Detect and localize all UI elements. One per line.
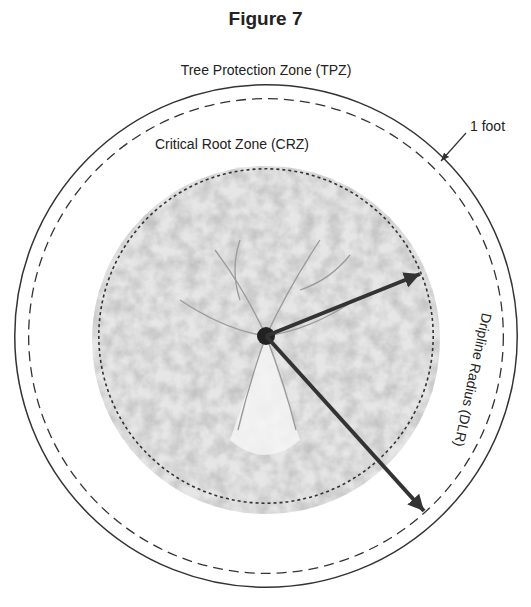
circle-line bbox=[15, 85, 518, 588]
leader-arrow bbox=[441, 133, 466, 161]
canopy-texture bbox=[92, 166, 440, 514]
figure-title: Figure 7 bbox=[0, 8, 531, 30]
circle-outline bbox=[98, 168, 434, 504]
tree-canopy bbox=[92, 166, 440, 514]
tree-protection-zone-circle: Tree Protection Zone (TPZ)Dripline Radiu… bbox=[14, 84, 518, 588]
circle-outline bbox=[14, 84, 518, 588]
trunk-highlight bbox=[230, 336, 300, 455]
dripline-radius-arrow bbox=[266, 336, 424, 511]
radius-label: Dripline Radius (DLR) bbox=[451, 312, 495, 449]
crz-radius-arrow bbox=[266, 274, 420, 336]
circle-line bbox=[29, 99, 504, 574]
zone-label: Tree Protection Zone (TPZ) bbox=[181, 62, 352, 78]
dimension-label: 1 foot bbox=[470, 118, 505, 134]
dripline-circle: Dripline Radius (DLR) Critical Root Zone … bbox=[28, 98, 504, 574]
circle-line bbox=[99, 169, 433, 503]
canopy-ground bbox=[92, 166, 440, 514]
critical-root-zone-circle: Critical Root Zone (CRZ) bbox=[98, 168, 434, 504]
zone-label: Critical Root Zone (CRZ) bbox=[155, 136, 309, 152]
